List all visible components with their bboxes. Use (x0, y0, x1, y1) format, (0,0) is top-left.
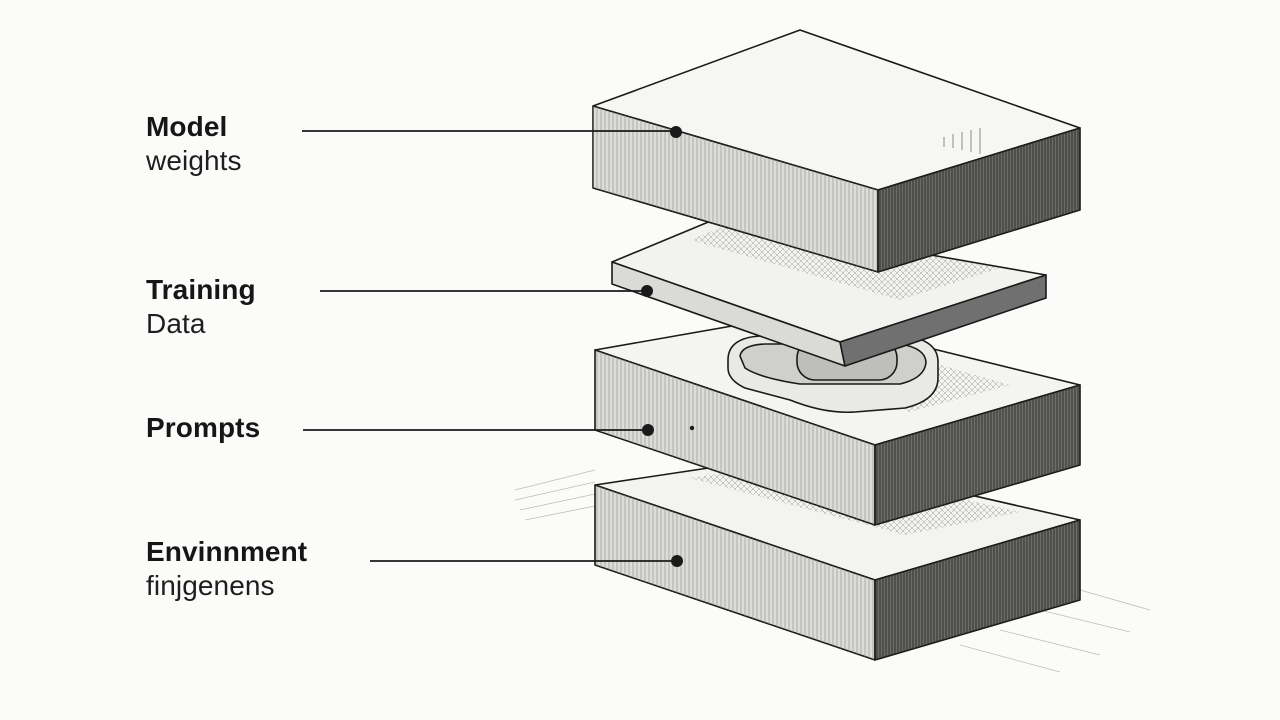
leader-model (302, 126, 682, 138)
label-model-subtitle: weights (146, 145, 242, 176)
label-environment-title: Envinnment (146, 536, 308, 567)
label-environment: Envinnment finjgenens (146, 535, 307, 603)
ground-shadow-lines (514, 469, 1151, 673)
leader-training (320, 285, 653, 297)
label-environment-subtitle: finjgenens (146, 570, 275, 601)
marker-dot-model (670, 126, 682, 138)
label-prompts: Prompts (146, 411, 260, 445)
marker-dot-training (641, 285, 653, 297)
model-weights-slab (592, 29, 1081, 273)
prompts-slab (594, 314, 1081, 526)
marker-dot-prompts (642, 424, 654, 436)
label-model-weights: Model weights (146, 110, 242, 178)
label-training-data: Training Data (146, 273, 256, 341)
label-model-title: Model (146, 111, 228, 142)
marker-dot-environment (671, 555, 683, 567)
label-training-subtitle: Data (146, 308, 206, 339)
leader-prompts (303, 424, 654, 436)
label-training-title: Training (146, 274, 256, 305)
label-prompts-title: Prompts (146, 412, 261, 443)
leader-environment (370, 555, 683, 567)
